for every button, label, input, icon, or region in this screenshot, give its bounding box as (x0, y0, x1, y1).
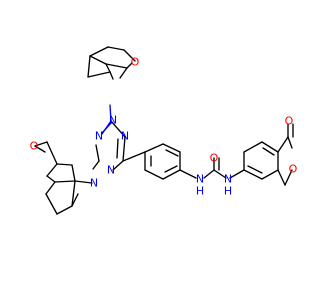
nitrogen-label-bicyclic-bottom: N (90, 177, 98, 190)
hydrogen-label-urea-left: H (196, 185, 204, 198)
hydrogen-label-urea-right: H (224, 185, 232, 198)
oxygen-label-lactone-ring: O (289, 163, 298, 176)
nitrogen-label-urea-left: N (196, 173, 204, 186)
oxygen-label-oxane-bottom: O (30, 140, 39, 153)
oxygen-label-oxane-top: O (131, 56, 140, 69)
nitrogen-label-triazine-1: N (121, 130, 129, 143)
oxygen-label-lactone-carbonyl: O (285, 115, 294, 128)
oxygen-label-urea: O (210, 152, 219, 165)
nitrogen-label-triazine-2: N (95, 130, 103, 143)
atom-labels: N O N N N N O O N H N H O O (30, 56, 298, 198)
nitrogen-label-urea-right: N (224, 173, 232, 186)
molecule-structure-diagram: N O N N N N O O N H N H O O (29, 46, 298, 215)
nitrogen-label-triazine-3: N (107, 164, 115, 177)
bond-lines (34, 46, 294, 215)
nitrogen-label-bicyclic-top: N (109, 114, 117, 127)
